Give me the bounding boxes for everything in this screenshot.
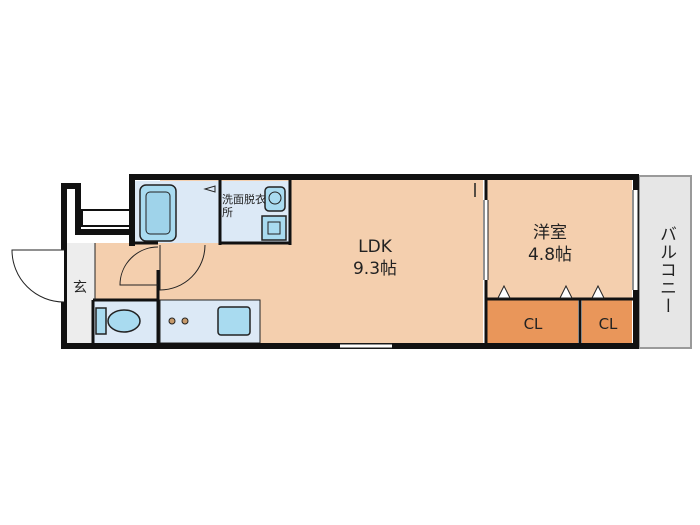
- western-room-name: 洋室: [533, 223, 567, 243]
- washbasin: [264, 186, 286, 212]
- ldk-name: LDK: [358, 237, 392, 257]
- stove-burner-left: [168, 317, 176, 325]
- closet-1: [486, 300, 578, 343]
- washroom-label: 洗面脱衣所: [222, 193, 266, 219]
- doors: [11, 190, 639, 349]
- closet-1-label: CL: [523, 315, 543, 333]
- western-room-size: 4.8帖: [527, 245, 573, 265]
- entrance-label: 玄: [73, 280, 87, 296]
- basin-bowl: [268, 191, 282, 205]
- corridor-floor: [95, 243, 160, 300]
- western-room-floor: [486, 180, 632, 298]
- pipe-shaft: [81, 209, 131, 227]
- stove-burner-right: [181, 317, 189, 325]
- toilet-tank: [95, 307, 107, 335]
- entrance-floor: [66, 243, 95, 343]
- ldk-size: 9.3帖: [352, 259, 398, 279]
- closet-door-marks: [497, 284, 605, 299]
- washing-machine-drain: [267, 221, 281, 235]
- closet-2: [582, 300, 632, 343]
- western-room-label: 洋室 4.8帖: [510, 222, 590, 266]
- ldk-label: LDK 9.3帖: [320, 236, 430, 280]
- bathtub-inner: [145, 191, 171, 235]
- closet-2-label: CL: [598, 315, 618, 333]
- toilet-bowl: [107, 309, 141, 333]
- washing-machine-pan: [261, 215, 287, 241]
- balcony-label: バルコニー: [656, 225, 676, 315]
- kitchen-sink: [217, 306, 251, 336]
- faucet-icon: [203, 185, 216, 193]
